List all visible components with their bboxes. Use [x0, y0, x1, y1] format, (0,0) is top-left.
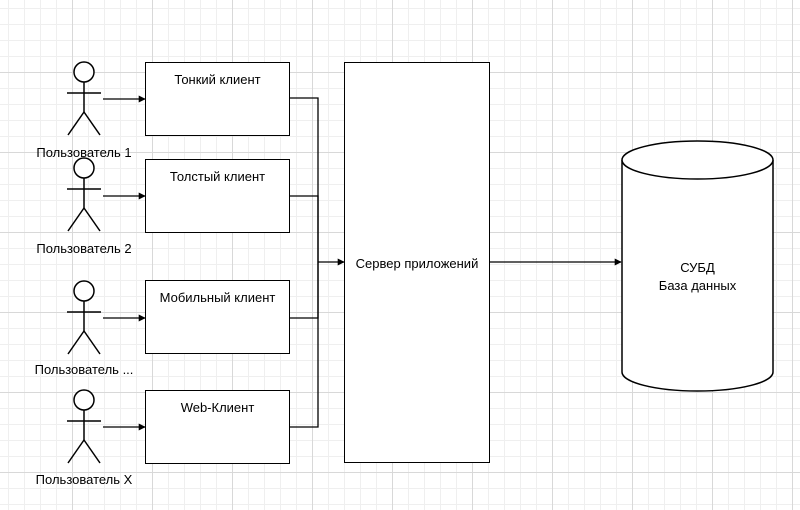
actor-user-1[interactable] [55, 60, 115, 140]
database-label-line2: База данных [658, 278, 737, 293]
mobile-client-box[interactable]: Мобильный клиент [145, 280, 290, 354]
thick-client-box[interactable]: Толстый клиент [145, 159, 290, 233]
database-label: СУБД База данных [621, 259, 774, 295]
web-client-label: Web-Клиент [180, 400, 255, 415]
actor-user-2[interactable] [55, 156, 115, 236]
app-server-box[interactable]: Сервер приложений [344, 62, 490, 463]
mobile-client-label: Мобильный клиент [159, 290, 276, 305]
actor-label-user-n: Пользователь ... [34, 362, 134, 377]
database-label-line1: СУБД [680, 260, 715, 275]
actor-label-user-x: Пользователь X [35, 472, 133, 487]
connector-web-client [290, 262, 319, 428]
actor-user-x[interactable] [55, 388, 115, 468]
web-client-box[interactable]: Web-Клиент [145, 390, 290, 464]
thin-client-box[interactable]: Тонкий клиент [145, 62, 290, 136]
stick-figure-icon [67, 389, 101, 464]
connector-mobile-client [290, 262, 319, 319]
thick-client-label: Толстый клиент [169, 169, 266, 184]
actor-user-n[interactable] [55, 279, 115, 359]
stick-figure-icon [67, 61, 101, 136]
connector-thick-client [290, 195, 319, 262]
connector-thin-client [290, 97, 319, 262]
thin-client-label: Тонкий клиент [174, 72, 261, 87]
stick-figure-icon [67, 280, 101, 355]
database-cylinder-shape [621, 140, 774, 392]
actor-label-user-2: Пользователь 2 [36, 241, 132, 256]
actor-label-user-1: Пользователь 1 [36, 145, 132, 160]
app-server-label: Сервер приложений [355, 256, 479, 271]
stick-figure-icon [67, 157, 101, 232]
database-cylinder[interactable]: СУБД База данных [621, 140, 774, 392]
